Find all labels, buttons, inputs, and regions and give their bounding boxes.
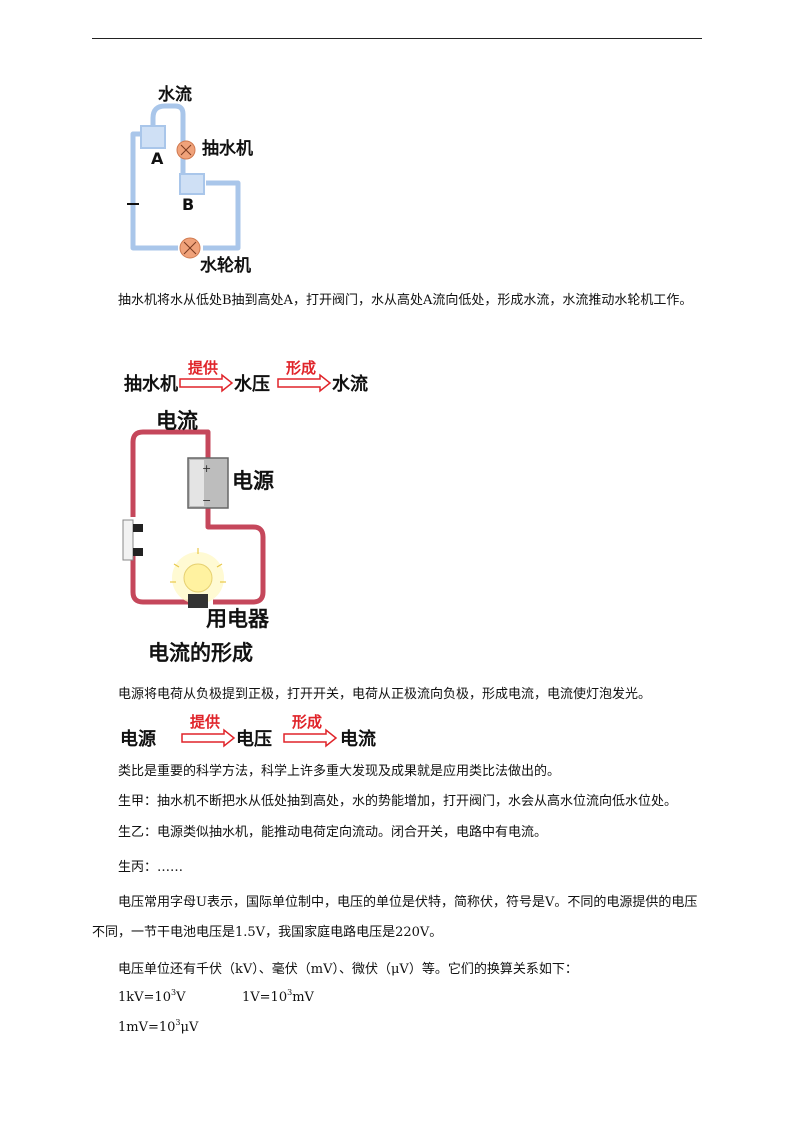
label-turbine: 水轮机 xyxy=(200,255,251,276)
electric-circuit-diagram: + − 电流 电源 用电器 电流的形成 xyxy=(122,409,274,665)
switch-icon xyxy=(122,519,143,561)
circuit-wires xyxy=(130,429,266,605)
water-circuit-diagram: 水流 A B 抽水机 水轮机 xyxy=(127,84,253,276)
battery-plus: + xyxy=(202,462,211,475)
flow1-middle: 水压 xyxy=(234,373,270,395)
conversion-mv-uv: 1mV=103μV xyxy=(118,1018,199,1036)
line-student-jia: 生甲：抽水机不断把水从低处抽到高处，水的势能增加，打开阀门，水会从高水位流向低水… xyxy=(118,794,678,809)
flow2-verb-form: 形成 xyxy=(292,713,322,731)
paragraph-water-explanation: 抽水机将水从低处B抽到高处A，打开阀门，水从高处A流向低处，形成水流，水流推动水… xyxy=(118,293,693,308)
bulb-icon xyxy=(170,548,226,608)
turbine-icon xyxy=(179,237,201,259)
conversion-kv-v: 1kV=103V xyxy=(118,988,186,1006)
flow2-middle: 电压 xyxy=(236,728,272,750)
label-source: 电源 xyxy=(232,469,274,493)
flow1-verb-form: 形成 xyxy=(286,359,316,377)
line-student-yi: 生乙：电源类似抽水机，能推动电荷定向流动。闭合开关，电路中有电流。 xyxy=(118,825,548,840)
header-rule xyxy=(92,38,702,39)
flow2-source: 电源 xyxy=(120,728,156,750)
flow1-arrow-1 xyxy=(179,373,234,393)
label-a: A xyxy=(151,149,164,168)
pump-icon xyxy=(176,140,196,160)
label-b: B xyxy=(182,195,194,214)
flow2-arrow-2 xyxy=(283,728,338,748)
tank-b xyxy=(179,173,205,195)
battery-minus: − xyxy=(202,494,211,507)
flow1-source: 抽水机 xyxy=(124,373,178,395)
label-water-flow: 水流 xyxy=(158,84,192,105)
label-current: 电流 xyxy=(156,409,198,433)
conversion-v-mv: 1V=103mV xyxy=(242,988,314,1006)
paragraph-circuit-explanation: 电源将电荷从负极提到正极，打开开关，电荷从正极流向负极，形成电流，电流使灯泡发光… xyxy=(118,687,652,702)
tank-a xyxy=(140,125,166,149)
flow1-result: 水流 xyxy=(332,373,368,395)
label-pump: 抽水机 xyxy=(202,138,253,159)
flow-diagram-water: 抽水机 提供 水压 形成 水流 xyxy=(124,359,368,395)
battery-icon: + − xyxy=(187,457,229,509)
flow-diagram-electric: 电源 提供 电压 形成 电流 xyxy=(120,713,376,750)
flow2-verb-provide: 提供 xyxy=(190,713,220,731)
paragraph-voltage-definition: 电压常用字母U表示，国际单位制中，电压的单位是伏特，简称伏，符号是V。不同的电源… xyxy=(92,895,698,940)
line-voltage-units: 电压单位还有千伏（kV）、毫伏（mV）、微伏（μV）等。它们的换算关系如下： xyxy=(118,962,578,977)
flow1-verb-provide: 提供 xyxy=(188,359,218,377)
line-student-bing: 生丙：…… xyxy=(118,860,184,875)
flow2-arrow-1 xyxy=(181,728,236,748)
circuit-caption: 电流的形成 xyxy=(148,641,253,665)
label-appliance: 用电器 xyxy=(206,607,270,631)
flow1-arrow-2 xyxy=(277,373,332,393)
flow2-result: 电流 xyxy=(340,728,376,750)
line-analogy: 类比是重要的科学方法，科学上许多重大发现及成果就是应用类比法做出的。 xyxy=(118,764,561,779)
